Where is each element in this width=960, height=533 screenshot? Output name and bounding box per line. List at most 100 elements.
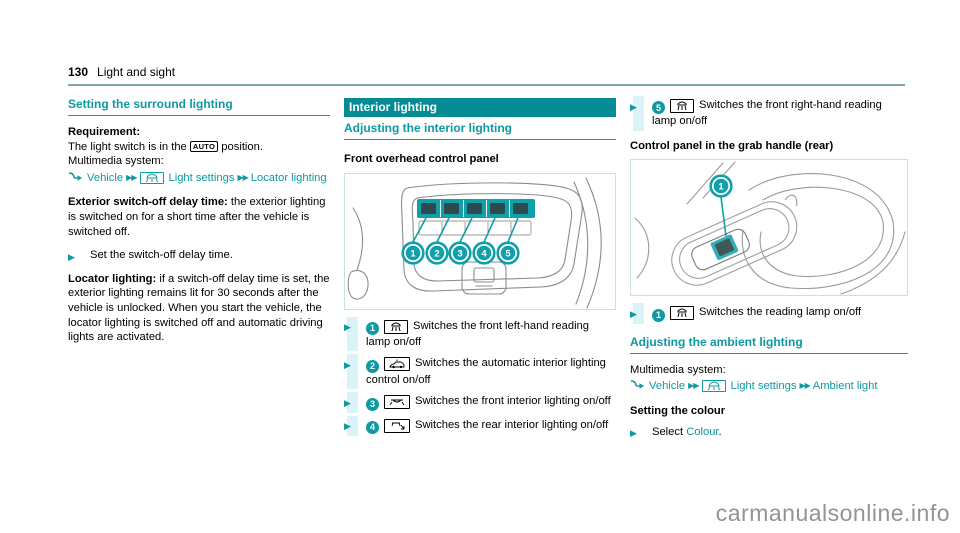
figure-callout-4: 4 <box>472 240 496 265</box>
menu-path-locator[interactable]: Vehicle▶▶ Light settings▶▶Locator lighti… <box>68 171 330 187</box>
section-heading-surround: Setting the surround lighting <box>68 98 330 116</box>
select-post: . <box>718 425 722 438</box>
menu-item-light-settings[interactable]: Light settings <box>730 380 797 393</box>
action-arrow-icon: ▶ <box>344 359 351 370</box>
section-heading-adjust-interior: Adjusting the interior lighting <box>344 122 616 140</box>
light-settings-icon <box>140 171 165 184</box>
switch-description: Switches the front interior lighting on/… <box>415 395 611 408</box>
figure-callout-2: 2 <box>425 240 449 265</box>
action-arrow-icon: ▶ <box>68 251 75 262</box>
svg-text:1: 1 <box>718 182 724 193</box>
menu-separator-icon: ▶▶ <box>237 172 248 182</box>
figure-front-overhead-panel: 1 2 3 4 5 <box>344 172 616 310</box>
reading-lamp-icon <box>384 319 408 334</box>
watermark: carmanualsonline.info <box>715 500 950 526</box>
locator-lighting-lead: Locator lighting: <box>68 272 157 285</box>
menu-separator-icon: ▶▶ <box>688 381 699 391</box>
menu-entry-arrow-icon <box>68 171 83 182</box>
action-arrow-icon: ▶ <box>630 308 637 319</box>
svg-text:3: 3 <box>457 248 462 259</box>
exterior-delay-lead: Exterior switch-off delay time: <box>68 196 228 209</box>
figure-grab-handle: 1 <box>630 159 908 297</box>
switch-description: Switches the rear interior lighting on/o… <box>415 418 609 431</box>
exterior-delay-rest: the exterior lighting is switched on for… <box>68 196 326 238</box>
change-bar <box>347 354 358 390</box>
switch-bullet-4: ▶ 4 Switches the rear interior lighting o… <box>344 415 616 436</box>
action-arrow-icon: ▶ <box>344 322 351 333</box>
action-set-delay: ▶ Set the switch-off delay time. <box>68 248 330 263</box>
light-switch-sentence: The light switch is in the AUTO position… <box>68 140 330 155</box>
switch-description: Switches the front left-hand reading lam… <box>366 319 589 348</box>
locator-lighting-paragraph: Locator lighting: if a switch-off delay … <box>68 272 330 345</box>
menu-item-locator-lighting[interactable]: Locator lighting <box>250 171 327 184</box>
light-settings-icon <box>702 380 727 393</box>
light-switch-pre: The light switch is in the <box>68 140 187 153</box>
requirement-label: Requirement: <box>68 126 141 138</box>
exterior-delay-paragraph: Exterior switch-off delay time: the exte… <box>68 195 330 239</box>
reading-lamp-icon <box>670 99 694 113</box>
menu-item-ambient-light[interactable]: Ambient light <box>812 380 878 393</box>
callout-badge: 4 <box>366 420 379 434</box>
multimedia-label: Multimedia system: <box>68 155 164 168</box>
change-bar <box>347 316 358 352</box>
caption-grab-handle-panel: Control panel in the grab handle (rear) <box>630 139 834 152</box>
menu-entry-arrow-icon <box>630 379 645 390</box>
change-bar <box>633 303 644 324</box>
light-switch-post: position. <box>221 140 263 153</box>
switch-description: Switches the reading lamp on/off <box>699 306 862 319</box>
auto-switch-badge: AUTO <box>189 140 219 152</box>
callout-badge: 1 <box>652 308 665 322</box>
menu-separator-icon: ▶▶ <box>799 381 810 391</box>
svg-text:5: 5 <box>505 248 511 259</box>
multimedia-label: Multimedia system: <box>630 363 726 376</box>
reading-lamp-icon <box>670 306 694 321</box>
overhead-console-drawing: 1 2 3 4 5 <box>347 177 602 309</box>
svg-text:2: 2 <box>434 248 439 259</box>
switch-bullet-grab: ▶ 1 Switches the reading lamp on/off <box>630 303 908 324</box>
change-bar <box>347 392 358 413</box>
front-interior-lighting-icon <box>384 395 410 410</box>
page-number: 130 <box>68 65 89 79</box>
callout-badge: 3 <box>366 397 379 411</box>
switch-description: Switches the front right-hand reading la… <box>652 99 882 128</box>
switch-description: Switches the automatic interior lighting… <box>366 357 606 386</box>
column-surround-lighting: Setting the surround lighting Requiremen… <box>68 98 330 448</box>
svg-text:1: 1 <box>410 248 416 259</box>
callout-badge: 2 <box>366 359 379 373</box>
auto-interior-lighting-icon <box>384 357 410 372</box>
menu-item-vehicle[interactable]: Vehicle <box>649 380 686 393</box>
figure-callout-1: 1 <box>709 174 733 199</box>
action-arrow-icon: ▶ <box>344 397 351 408</box>
change-bar <box>633 96 644 131</box>
menu-item-vehicle[interactable]: Vehicle <box>87 171 124 184</box>
select-pre: Select <box>652 425 684 438</box>
caption-setting-colour: Setting the colour <box>630 404 726 417</box>
figure-callout-3: 3 <box>448 240 472 265</box>
grab-handle-drawing: 1 <box>634 161 906 296</box>
colour-menu-link[interactable]: Colour <box>686 425 719 438</box>
change-bar <box>347 415 358 436</box>
action-select-colour: ▶ Select Colour. <box>630 425 908 440</box>
figure-callout-5: 5 <box>496 240 520 265</box>
locator-lighting-rest: if a switch-off delay time is set, the e… <box>68 272 330 344</box>
callout-badge: 5 <box>652 101 665 115</box>
section-heading-ambient: Adjusting the ambient lighting <box>630 335 908 354</box>
rear-interior-lighting-icon <box>384 418 410 433</box>
column-interior-lighting: Interior lighting Adjusting the interior… <box>344 98 616 448</box>
action-set-delay-text: Set the switch-off delay time. <box>90 249 233 262</box>
svg-text:4: 4 <box>481 248 487 259</box>
chapter-banner-interior-lighting: Interior lighting <box>344 98 616 117</box>
menu-item-light-settings[interactable]: Light settings <box>168 171 235 184</box>
action-arrow-icon: ▶ <box>630 101 637 112</box>
columns: Setting the surround lighting Requiremen… <box>68 96 908 448</box>
action-arrow-icon: ▶ <box>344 421 351 432</box>
figure-callout-1: 1 <box>401 240 425 265</box>
menu-path-ambient[interactable]: Vehicle▶▶ Light settings▶▶Ambient light <box>630 379 908 395</box>
callout-badge: 1 <box>366 321 379 335</box>
